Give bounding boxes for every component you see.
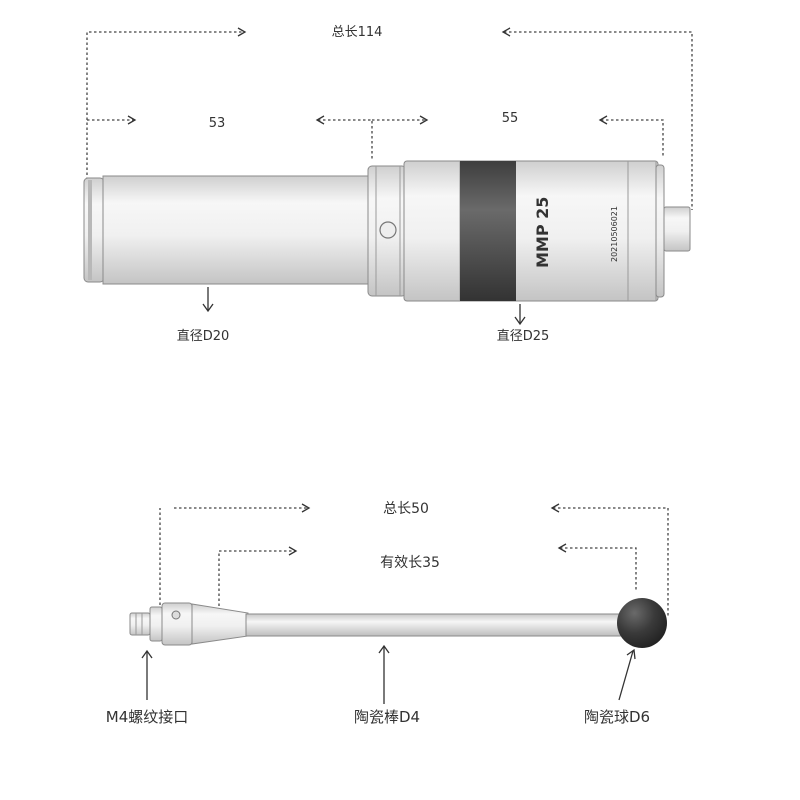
stylus-thread-callout: M4螺纹接口 xyxy=(106,649,189,726)
stylus-body xyxy=(129,598,667,648)
probe-model-text: MMP 25 xyxy=(533,197,552,268)
probe-total-length-label: 总长114 xyxy=(332,25,383,40)
stylus-ball-label: 陶瓷球D6 xyxy=(584,708,650,726)
probe-screw-hole xyxy=(379,221,397,239)
probe-tip xyxy=(663,206,691,252)
stylus-ceramic-rod xyxy=(245,613,629,637)
stylus-collar xyxy=(161,602,193,646)
stylus-taper xyxy=(191,603,249,645)
probe-diameter-left-label: 直径D20 xyxy=(177,329,230,344)
probe-d25-body xyxy=(403,160,659,302)
stylus-total-length-label: 总长50 xyxy=(383,501,429,517)
stylus-total-length-dimension: 总长50 xyxy=(159,501,669,618)
probe-section-left-dimension: 53 xyxy=(87,115,373,160)
probe-diagram: 总长114 53 55 xyxy=(83,25,693,344)
stylus-rod-label: 陶瓷棒D4 xyxy=(354,708,420,726)
stylus-diagram: 总长50 有效长35 xyxy=(106,501,669,726)
stylus-thread-label: M4螺纹接口 xyxy=(106,708,189,726)
probe-diameter-left-callout: 直径D20 xyxy=(177,287,230,344)
stylus-ceramic-ball xyxy=(617,598,667,648)
probe-diameter-right-callout: 直径D25 xyxy=(497,304,550,344)
probe-total-length-dimension: 总长114 xyxy=(86,25,693,210)
stylus-collar-hole xyxy=(171,610,181,620)
probe-body: MMP 25 20210506021 xyxy=(83,160,691,302)
stylus-effective-length-label: 有效长35 xyxy=(380,555,440,571)
stylus-rod-callout: 陶瓷棒D4 xyxy=(354,644,420,726)
probe-section-right-label: 55 xyxy=(502,111,519,126)
probe-diameter-right-label: 直径D25 xyxy=(497,329,550,344)
probe-section-right-dimension: 55 xyxy=(372,111,664,158)
probe-section-left-label: 53 xyxy=(209,116,226,131)
probe-end-cap xyxy=(83,177,105,283)
stylus-thread xyxy=(129,612,151,636)
stylus-ball-callout: 陶瓷球D6 xyxy=(584,648,650,726)
probe-serial-text: 20210506021 xyxy=(610,206,619,262)
probe-dark-band xyxy=(460,161,516,301)
stylus-effective-length-dimension: 有效长35 xyxy=(218,543,637,606)
probe-d20-cylinder xyxy=(102,175,371,285)
